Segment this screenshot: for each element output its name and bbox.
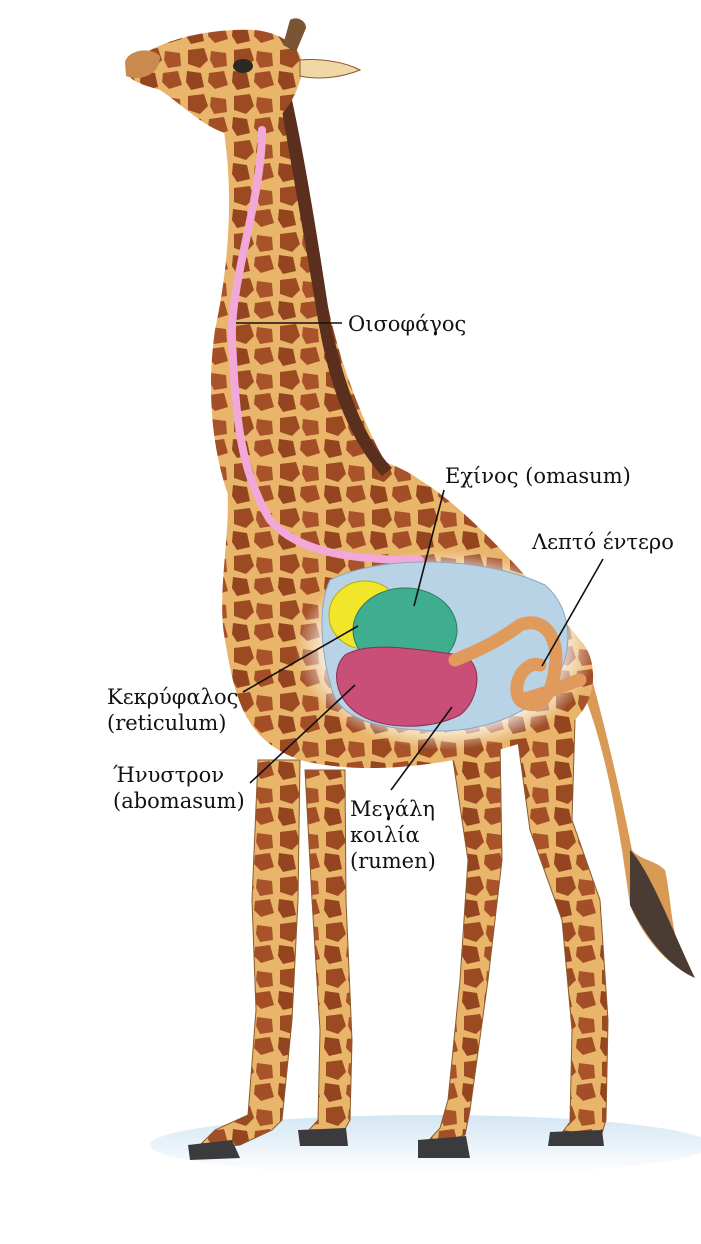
label-rumen: Μεγάλη κοιλία (rumen) [350, 796, 436, 874]
label-rumen-line3: (rumen) [350, 848, 436, 874]
label-small-intestine: Λεπτό έντερο [532, 529, 674, 555]
label-abomasum: Ήνυστρον (abomasum) [113, 762, 245, 814]
label-abomasum-greek: Ήνυστρον [113, 762, 245, 788]
label-abomasum-latin: (abomasum) [113, 788, 245, 814]
label-rumen-line2: κοιλία [350, 822, 436, 848]
label-omasum: Εχίνος (omasum) [445, 463, 631, 489]
label-esophagus: Οισοφάγος [348, 311, 466, 337]
label-reticulum-greek: Κεκρύφαλος [107, 684, 238, 710]
label-rumen-line1: Μεγάλη [350, 796, 436, 822]
label-reticulum: Κεκρύφαλος (reticulum) [107, 684, 238, 736]
giraffe-ear [300, 59, 360, 78]
giraffe-legs [195, 720, 608, 1150]
giraffe-eye [233, 59, 253, 73]
label-reticulum-latin: (reticulum) [107, 710, 238, 736]
